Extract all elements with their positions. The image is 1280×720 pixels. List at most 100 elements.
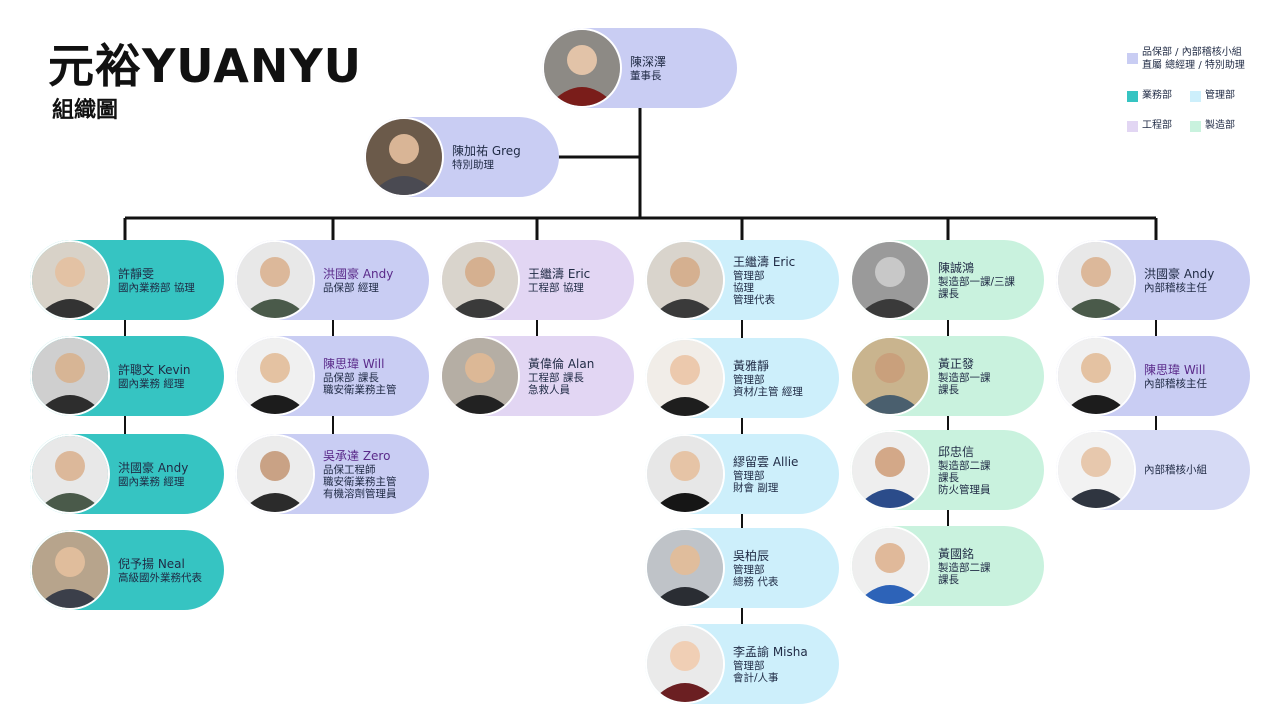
person-role: 防火管理員 xyxy=(938,483,991,496)
person-role: 課長 xyxy=(938,287,959,300)
card-manufacturing-1: 陳誠鴻 製造部一課/三課 課長 xyxy=(850,240,1044,320)
avatar xyxy=(1058,242,1134,318)
card-sales-4: 倪予揚 Neal 高級國外業務代表 xyxy=(30,530,224,610)
person-role: 製造部二課 xyxy=(938,459,991,472)
card-admin-4: 吳柏辰 管理部 總務 代表 xyxy=(645,528,839,608)
legend-label-lavender: 工程部 xyxy=(1142,120,1172,131)
person-name: 李孟諭 Misha xyxy=(733,644,808,659)
card-qa-3: 吳承達 Zero 品保工程師 職安衛業務主管 有機溶劑管理員 xyxy=(235,434,429,514)
card-sales-3: 洪國豪 Andy 國內業務 經理 xyxy=(30,434,224,514)
page-subtitle: 組織圖 xyxy=(52,98,119,123)
legend-label-mint: 製造部 xyxy=(1205,120,1235,131)
page-title: 元裕YUANYU xyxy=(48,39,363,93)
person-name: 黃雅靜 xyxy=(733,358,770,373)
avatar xyxy=(852,528,928,604)
person-role: 課長 xyxy=(938,383,959,396)
avatar xyxy=(237,436,313,512)
person-role: 國內業務 經理 xyxy=(118,475,185,488)
person-name: 陳誠鴻 xyxy=(938,260,975,275)
person-role: 總務 代表 xyxy=(733,575,779,588)
person-role: 品保工程師 xyxy=(323,463,376,476)
card-qa-1: 洪國豪 Andy 品保部 經理 xyxy=(235,240,429,320)
card-manufacturing-3: 邱忠信 製造部二課 課長 防火管理員 xyxy=(850,430,1044,510)
card-manufacturing-4: 黃國銘 製造部二課 課長 xyxy=(850,526,1044,606)
person-name: 洪國豪 Andy xyxy=(323,266,394,281)
person-role: 會計/人事 xyxy=(733,671,779,684)
person-role: 內部稽核主任 xyxy=(1144,281,1207,294)
avatar xyxy=(647,436,723,512)
person-name: 黃國銘 xyxy=(938,546,975,561)
card-audit-3: 內部稽核小組 xyxy=(1056,430,1250,510)
avatar xyxy=(647,242,723,318)
person-name: 繆留雲 Allie xyxy=(733,454,799,469)
person-role: 資材/主管 經理 xyxy=(733,385,803,398)
card-qa-2: 陳思瑋 Will 品保部 課長 職安衛業務主管 xyxy=(235,336,429,416)
avatar xyxy=(442,242,518,318)
person-name: 陳思瑋 Will xyxy=(1144,362,1206,377)
person-role: 製造部一課 xyxy=(938,371,991,384)
card-special-assistant: 陳加祐 Greg 特別助理 xyxy=(364,117,559,197)
person-role: 高級國外業務代表 xyxy=(118,571,202,584)
avatar xyxy=(1058,338,1134,414)
person-role: 管理部 xyxy=(733,373,765,386)
person-role: 財會 副理 xyxy=(733,481,779,494)
avatar xyxy=(32,436,108,512)
person-name: 黃正發 xyxy=(938,356,975,371)
card-audit-1: 洪國豪 Andy 內部稽核主任 xyxy=(1056,240,1250,320)
legend-swatch-mint xyxy=(1190,121,1201,132)
person-role: 管理部 xyxy=(733,563,765,576)
person-name: 吳柏辰 xyxy=(733,548,770,563)
avatar xyxy=(32,338,108,414)
person-role: 特別助理 xyxy=(452,158,494,171)
person-role: 品保部 經理 xyxy=(323,281,379,294)
person-role: 製造部二課 xyxy=(938,561,991,574)
card-admin-3: 繆留雲 Allie 管理部 財會 副理 xyxy=(645,434,839,514)
person-role: 國內業務部 協理 xyxy=(118,281,195,294)
person-role: 工程部 課長 xyxy=(528,371,584,384)
person-role: 品保部 課長 xyxy=(323,371,379,384)
avatar xyxy=(442,338,518,414)
person-role: 課長 xyxy=(938,471,959,484)
card-admin-5: 李孟諭 Misha 管理部 會計/人事 xyxy=(645,624,839,704)
person-role: 工程部 協理 xyxy=(528,281,584,294)
person-role: 職安衛業務主管 xyxy=(323,383,397,396)
person-name: 王繼濤 Eric xyxy=(733,254,796,269)
person-name: 吳承達 Zero xyxy=(323,448,391,463)
avatar xyxy=(647,626,723,702)
card-audit-2: 陳思瑋 Will 內部稽核主任 xyxy=(1056,336,1250,416)
avatar xyxy=(32,242,108,318)
person-role: 管理部 xyxy=(733,269,765,282)
person-role: 董事長 xyxy=(630,69,662,82)
person-name: 陳思瑋 Will xyxy=(323,356,385,371)
avatar xyxy=(544,30,620,106)
avatar xyxy=(647,530,723,606)
card-engineering-2: 黃偉倫 Alan 工程部 課長 急救人員 xyxy=(440,336,634,416)
legend-label-sky: 管理部 xyxy=(1205,90,1235,101)
legend-label-gray-1: 品保部 / 內部稽核小組 xyxy=(1142,47,1242,58)
card-chairman: 陳深澤 董事長 xyxy=(542,28,737,108)
person-name: 洪國豪 Andy xyxy=(118,460,189,475)
avatar xyxy=(237,338,313,414)
avatar xyxy=(32,532,108,608)
avatar xyxy=(647,340,723,416)
person-role: 課長 xyxy=(938,573,959,586)
card-sales-1: 許靜雯 國內業務部 協理 xyxy=(30,240,224,320)
card-admin-1: 王繼濤 Eric 管理部 協理 管理代表 xyxy=(645,240,839,320)
person-name: 許聰文 Kevin xyxy=(118,362,191,377)
legend-label-teal: 業務部 xyxy=(1142,90,1172,101)
person-role: 管理代表 xyxy=(733,293,775,306)
card-manufacturing-2: 黃正發 製造部一課 課長 xyxy=(850,336,1044,416)
person-role: 管理部 xyxy=(733,469,765,482)
avatar xyxy=(366,119,442,195)
legend-label-gray-2: 直屬 總經理 / 特別助理 xyxy=(1142,60,1245,71)
avatar xyxy=(852,338,928,414)
person-name: 邱忠信 xyxy=(938,444,975,459)
person-name: 倪予揚 Neal xyxy=(118,556,185,571)
avatar xyxy=(1058,432,1134,508)
legend-swatch-sky xyxy=(1190,91,1201,102)
person-role: 國內業務 經理 xyxy=(118,377,185,390)
person-name: 王繼濤 Eric xyxy=(528,266,591,281)
person-role: 內部稽核小組 xyxy=(1144,464,1207,476)
card-sales-2: 許聰文 Kevin 國內業務 經理 xyxy=(30,336,224,416)
